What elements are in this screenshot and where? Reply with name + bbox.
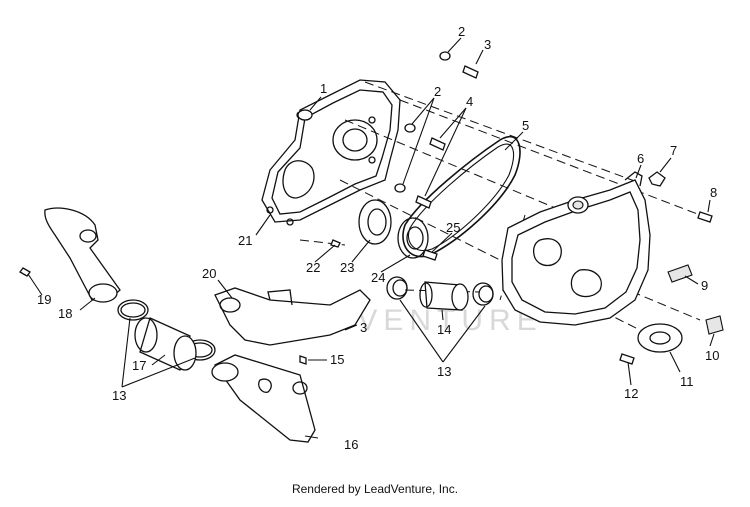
callout-24: 24: [371, 270, 385, 285]
seal-part: [358, 199, 392, 245]
callout-3-top: 3: [484, 37, 491, 52]
callout-11: 11: [680, 374, 694, 389]
render-credit: Rendered by LeadVenture, Inc.: [291, 482, 459, 496]
clamp-parts-right: [386, 276, 494, 311]
callout-17: 17: [132, 358, 146, 373]
callout-13-right: 13: [437, 364, 451, 379]
callout-2-top: 2: [458, 24, 465, 39]
callout-2-middle: 2: [434, 84, 441, 99]
callout-5: 5: [522, 118, 529, 133]
leader-lines: [27, 37, 715, 439]
callout-15: 15: [330, 352, 344, 367]
callout-18: 18: [58, 306, 72, 321]
callout-23: 23: [340, 260, 354, 275]
fasteners: [19, 51, 724, 365]
duct-20-part: [214, 287, 371, 346]
intake-duct-part: [44, 207, 121, 303]
callout-7: 7: [670, 143, 677, 158]
callout-16: 16: [344, 437, 358, 452]
callout-9: 9: [701, 278, 708, 293]
callout-19: 19: [37, 292, 51, 307]
callout-6: 6: [637, 151, 644, 166]
outer-cover-part: [501, 171, 651, 326]
callout-13-left: 13: [112, 388, 126, 403]
callout-8: 8: [710, 185, 717, 200]
callout-3-lower: 3: [360, 320, 367, 335]
callout-20: 20: [202, 266, 216, 281]
exhaust-duct-part: [211, 354, 316, 443]
coupler-part: [134, 317, 197, 371]
callout-25: 25: [446, 220, 460, 235]
callout-1: 1: [320, 81, 327, 96]
callout-21: 21: [238, 233, 252, 248]
callout-10: 10: [705, 348, 719, 363]
callout-labels: 1 2 2 3 4 5 6 7 8 9 10 11 12 13 13 14 15…: [37, 24, 719, 452]
callout-12: 12: [624, 386, 638, 401]
callout-22: 22: [306, 260, 320, 275]
callout-14: 14: [437, 322, 451, 337]
callout-4: 4: [466, 94, 473, 109]
